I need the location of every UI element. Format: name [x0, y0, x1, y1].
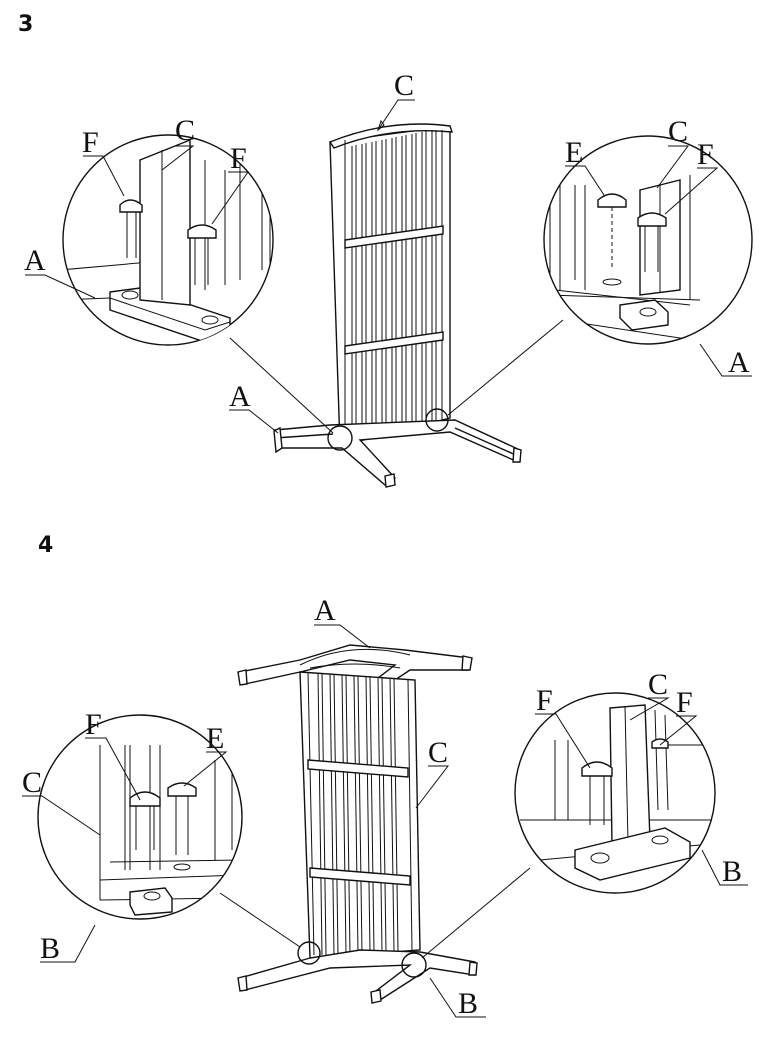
step4-screen-panel [299, 671, 421, 959]
step3-label-a-left-detail: A [24, 244, 46, 277]
step4-label-c-screen-side: C [428, 736, 448, 769]
step3-label-a-base: A [229, 380, 251, 413]
step4-joint-marker-right [401, 952, 427, 978]
step3-label-f-left-detail-1: F [82, 126, 99, 159]
step3-joint-marker-right [425, 408, 449, 432]
step4-label-f-right-detail-1: F [536, 684, 553, 717]
step4-callouts: A F E C B C C F [22, 594, 748, 1020]
step3-label-c-right-detail: C [668, 115, 688, 148]
step3-label-e-right-detail: E [565, 136, 583, 169]
step4-label-c-left-detail: C [22, 766, 42, 799]
step4-joint-marker-left [297, 941, 321, 965]
step3-leader-right [447, 319, 564, 416]
step4-base-frame [237, 949, 478, 1004]
step3-label-f-left-detail-2: F [230, 142, 247, 175]
step4-label-f-left-detail: F [85, 708, 102, 741]
step4-label-c-right-detail: C [648, 668, 668, 701]
step3-joint-marker-left [327, 425, 353, 451]
step3-screen-panel [328, 123, 454, 447]
step4-right-detail [514, 692, 716, 894]
step4-label-e-left-detail: E [206, 722, 224, 755]
step3-label-c-left-detail: C [175, 114, 195, 147]
step-4-diagram: A F E C B C C F [22, 594, 748, 1020]
step3-label-a-right-detail: A [728, 346, 750, 379]
step-3-diagram: C F C F A A E C [24, 69, 753, 488]
step4-leader-right [421, 867, 531, 959]
step-4-number: 4 [38, 533, 54, 558]
step3-label-c-top: C [394, 69, 414, 102]
step3-left-detail [62, 134, 274, 346]
step3-callouts: C F C F A A E C [24, 69, 752, 434]
step3-leader-left [229, 337, 334, 434]
step4-label-b-base: B [458, 987, 478, 1020]
step3-label-f-right-detail: F [697, 138, 714, 171]
step3-base-frame [273, 419, 522, 488]
step4-label-b-left-detail: B [40, 932, 60, 965]
step4-label-f-right-detail-2: F [676, 686, 693, 719]
step4-label-a-top: A [314, 594, 336, 627]
step4-label-b-right-detail: B [722, 855, 742, 888]
step-3-number: 3 [18, 12, 34, 37]
step4-leader-left [219, 892, 301, 948]
step3-right-detail [543, 135, 753, 345]
